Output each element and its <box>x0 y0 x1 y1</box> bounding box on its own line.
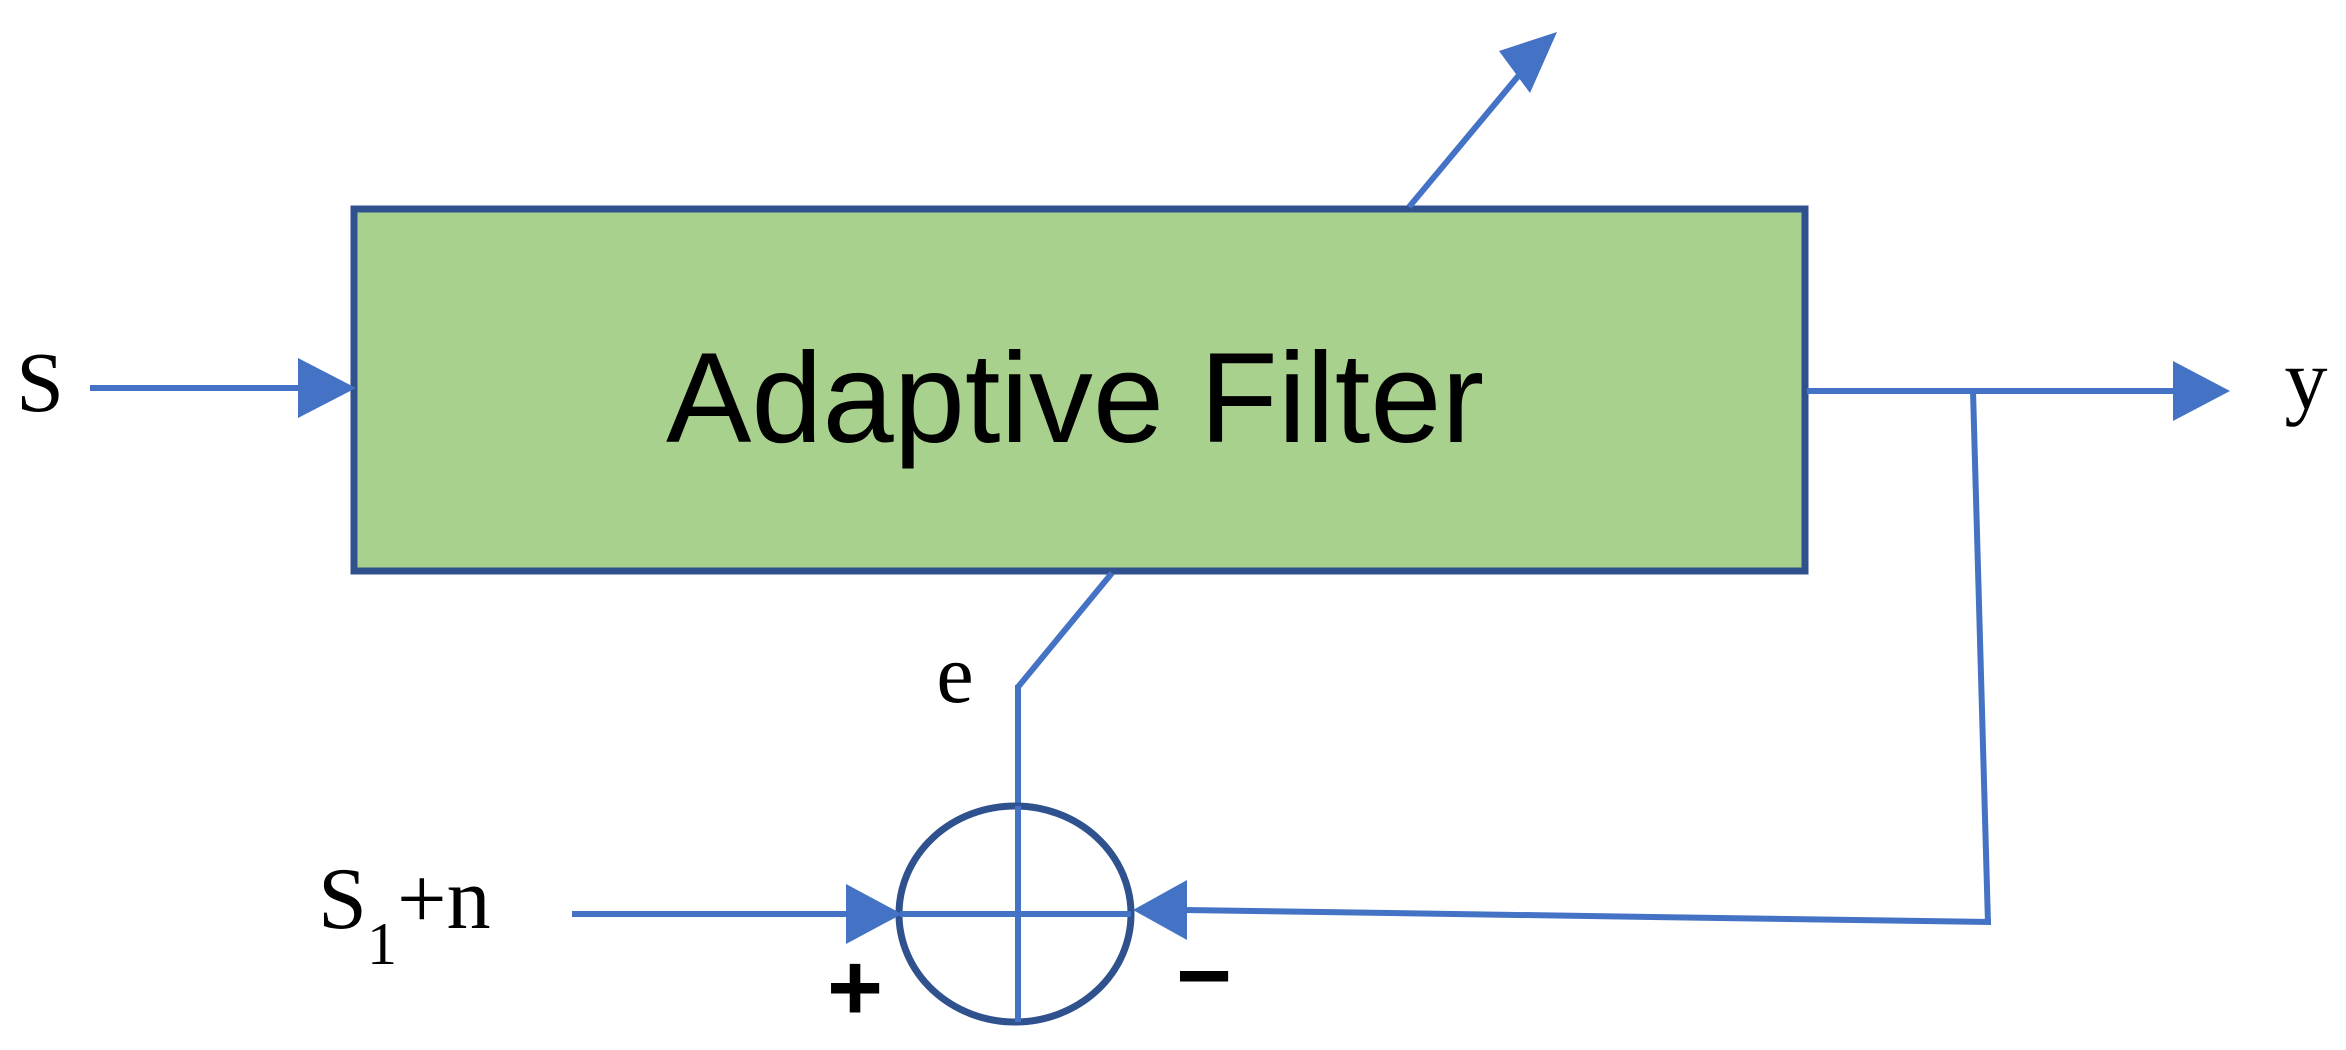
reference-subscript: 1 <box>367 911 397 977</box>
reference-arrow <box>572 884 902 944</box>
summing-junction <box>895 802 1135 1026</box>
reference-input-label: S1+n <box>318 851 491 977</box>
error-path <box>1015 571 1115 806</box>
minus-sign: − <box>1176 922 1232 1029</box>
filter-label: Adaptive Filter <box>666 327 1484 470</box>
adaptation-arrow <box>1406 32 1557 209</box>
plus-sign: + <box>827 934 883 1041</box>
output-label: y <box>2285 331 2328 427</box>
adaptive-filter-block: Adaptive Filter <box>350 205 1809 575</box>
reference-tail: +n <box>397 851 491 948</box>
input-label: S <box>16 334 64 430</box>
input-arrow <box>90 358 356 418</box>
reference-main: S <box>318 851 367 948</box>
output-arrow <box>1807 361 2230 421</box>
filter-box <box>350 205 1809 575</box>
feedback-path <box>1133 390 1992 940</box>
error-label: e <box>936 628 973 721</box>
